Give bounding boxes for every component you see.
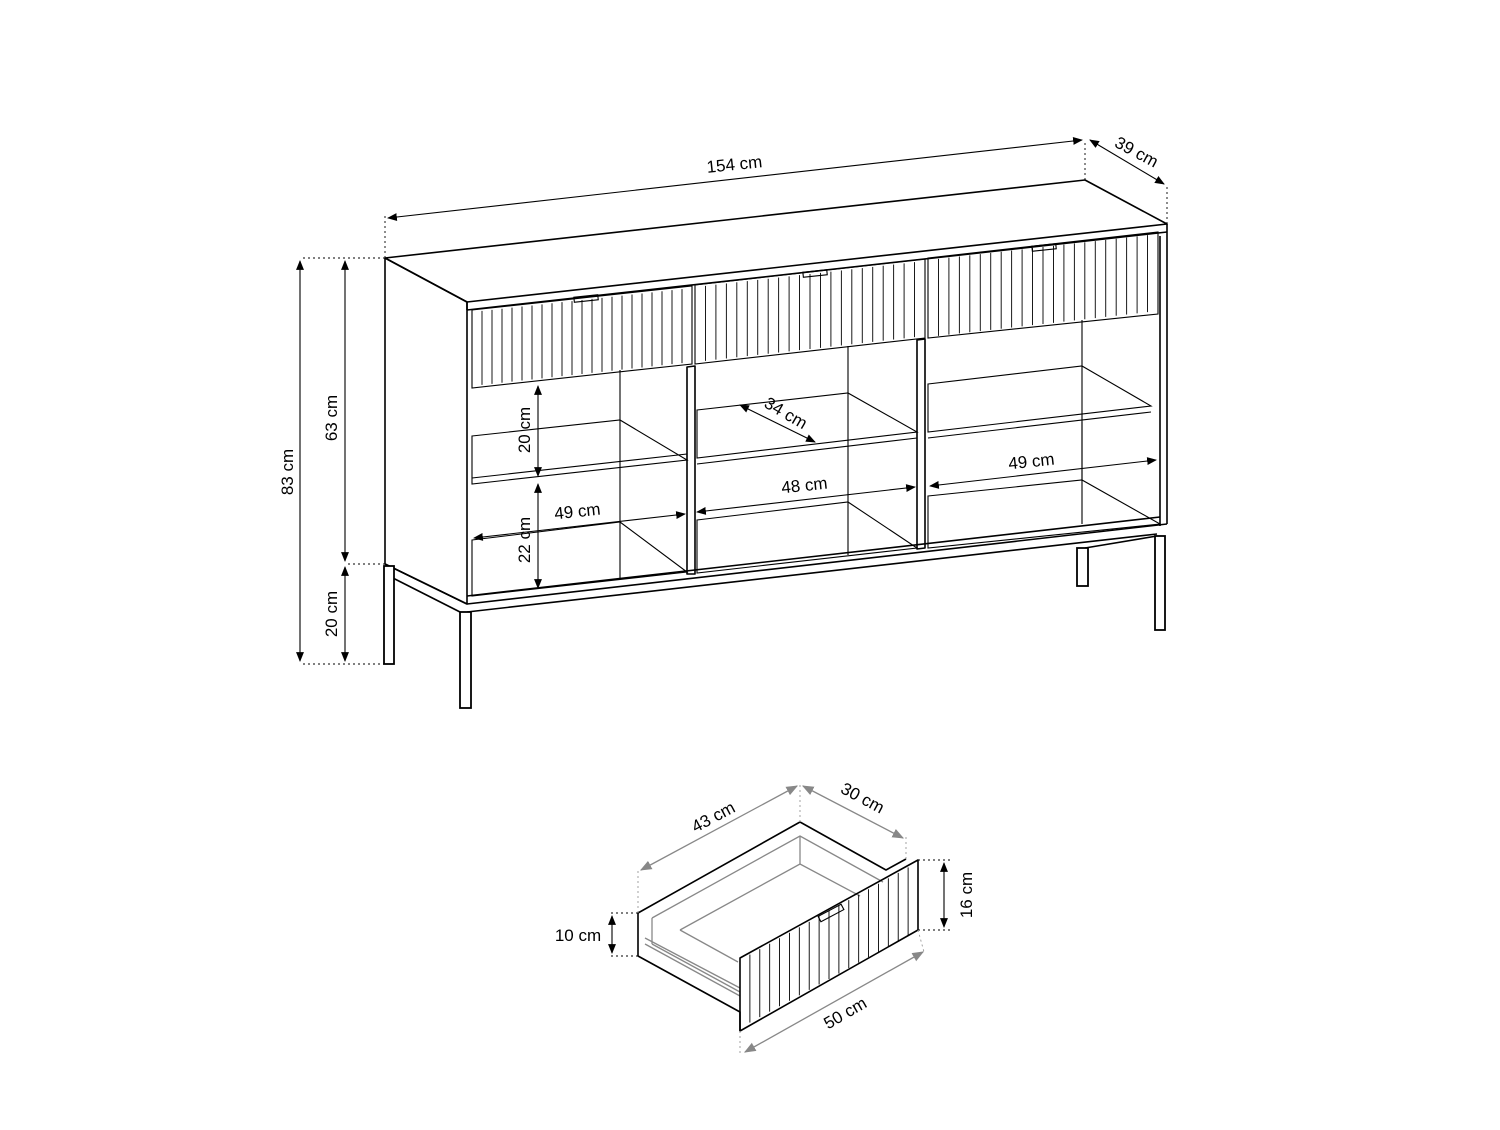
drawer-handle-left [573,294,599,303]
shelf-left-lower [471,521,689,597]
width-49-left-label: 49 cm [553,500,601,524]
leg-back-left [383,565,395,665]
divider-left [686,365,696,575]
cabinet-dimensions: 154 cm 39 cm 83 cm 63 cm 20 cm 20 cm 22 … [278,133,1168,665]
height-63-label: 63 cm [322,395,341,441]
shelf-middle-upper [696,392,919,459]
cabinet-top [384,179,1168,303]
height-20-legs-label: 20 cm [322,591,341,637]
drawer-flutes [481,235,1148,385]
depth-39-label: 39 cm [1112,133,1162,172]
drawer-drawing [637,821,919,1032]
drawer-handle-middle [802,269,828,278]
drawer-front-right [927,231,1159,339]
height-83-label: 83 cm [278,449,297,495]
width-49-right-label: 49 cm [1007,450,1055,474]
leg-front-left [459,611,472,709]
drawer-depth-30-label: 30 cm [838,779,888,818]
drawer-width-50-label: 50 cm [820,993,870,1033]
width-48-middle-label: 48 cm [780,474,828,498]
leg-back-right [1076,547,1089,587]
shelf-middle-lower [696,501,919,574]
drawer-height-16-label: 16 cm [957,872,976,918]
sideboard-drawing [383,179,1168,709]
drawer-dimensions: 43 cm 30 cm 16 cm 10 cm 50 cm [555,779,976,1054]
drawer-front-left [471,285,693,389]
width-154-label: 154 cm [706,152,763,177]
drawer-front-middle [694,258,926,365]
height-20-shelf-label: 20 cm [515,407,534,453]
drawer-front-flutes [749,867,909,1023]
height-22-shelf-label: 22 cm [515,517,534,563]
leg-front-right [1154,535,1166,631]
cabinet-left-side [384,257,468,605]
shelf-right-upper [927,365,1153,433]
shelf-left-upper [471,419,689,485]
drawer-height-10-label: 10 cm [555,926,601,945]
divider-right [916,338,926,550]
